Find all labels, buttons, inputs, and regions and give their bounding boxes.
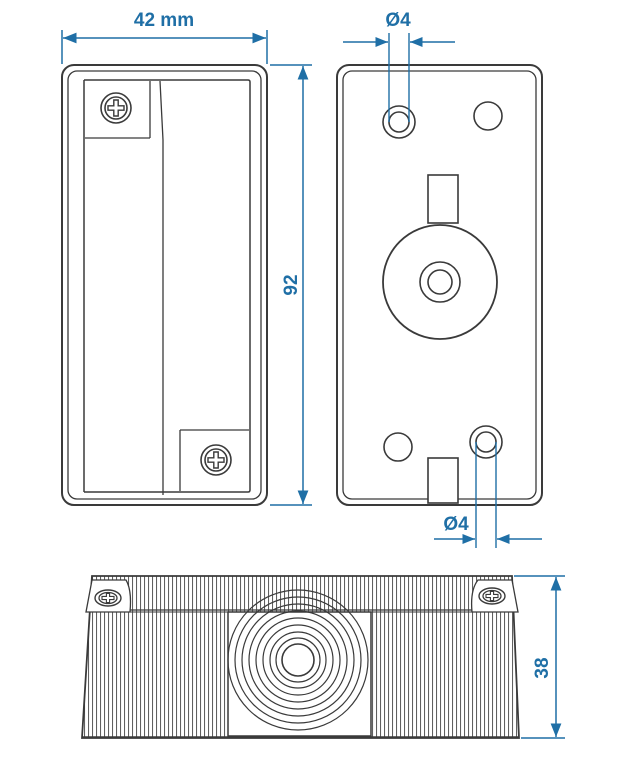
- phillips-screw-icon: [200, 444, 232, 476]
- depth-dimension: 38: [514, 575, 565, 739]
- bottom-hole-label: Ø4: [443, 514, 469, 535]
- back-view: [336, 64, 543, 506]
- depth-label: 38: [532, 657, 553, 678]
- phillips-screw-icon: [478, 587, 506, 605]
- top-hole-label: Ø4: [385, 10, 411, 31]
- height-label: 92: [281, 274, 302, 295]
- bottom-hole-dimension: Ø4: [434, 442, 542, 548]
- phillips-screw-icon: [100, 92, 132, 124]
- width-dimension: 42 mm: [61, 10, 268, 64]
- side-view: [81, 575, 520, 739]
- top-hole-dimension: Ø4: [343, 10, 455, 122]
- height-dimension: 92: [270, 64, 312, 506]
- phillips-screw-icon: [94, 589, 122, 607]
- front-view: [61, 64, 268, 506]
- width-label: 42 mm: [134, 10, 194, 31]
